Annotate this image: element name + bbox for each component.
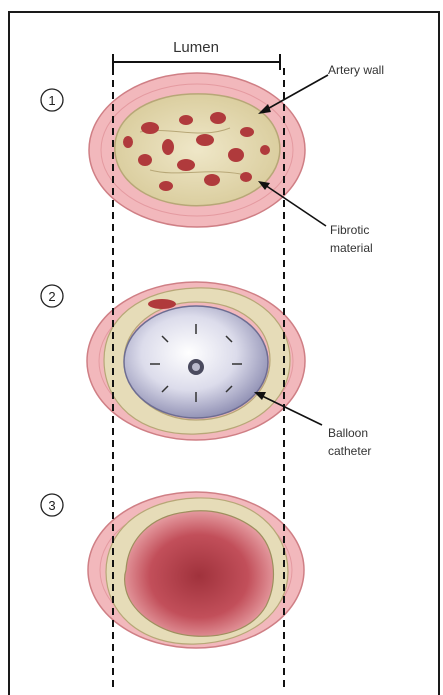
lumen-label: Lumen (173, 39, 219, 56)
balloon-catheter-label-line2: catheter (328, 444, 371, 458)
svg-text:1: 1 (48, 93, 55, 108)
stage-number-3: 3 (41, 494, 63, 516)
lumen-bracket (113, 54, 280, 70)
open-lumen (125, 511, 274, 636)
fibrotic-material-label-line1: Fibrotic (330, 223, 369, 237)
stage-1-cross-section (89, 73, 305, 227)
stage-3-cross-section (88, 492, 304, 648)
balloon-catheter-label-line1: Balloon (328, 426, 368, 440)
stage-number-2: 2 (41, 285, 63, 307)
artery-wall-leader (262, 75, 328, 112)
stage-number-1: 1 (41, 89, 63, 111)
svg-text:2: 2 (48, 289, 55, 304)
fibrotic-plaque-1 (115, 94, 280, 206)
fibrotic-material-label-line2: material (330, 241, 373, 255)
svg-text:3: 3 (48, 498, 55, 513)
artery-wall-label: Artery wall (328, 63, 384, 77)
stage-2-cross-section (87, 282, 305, 440)
